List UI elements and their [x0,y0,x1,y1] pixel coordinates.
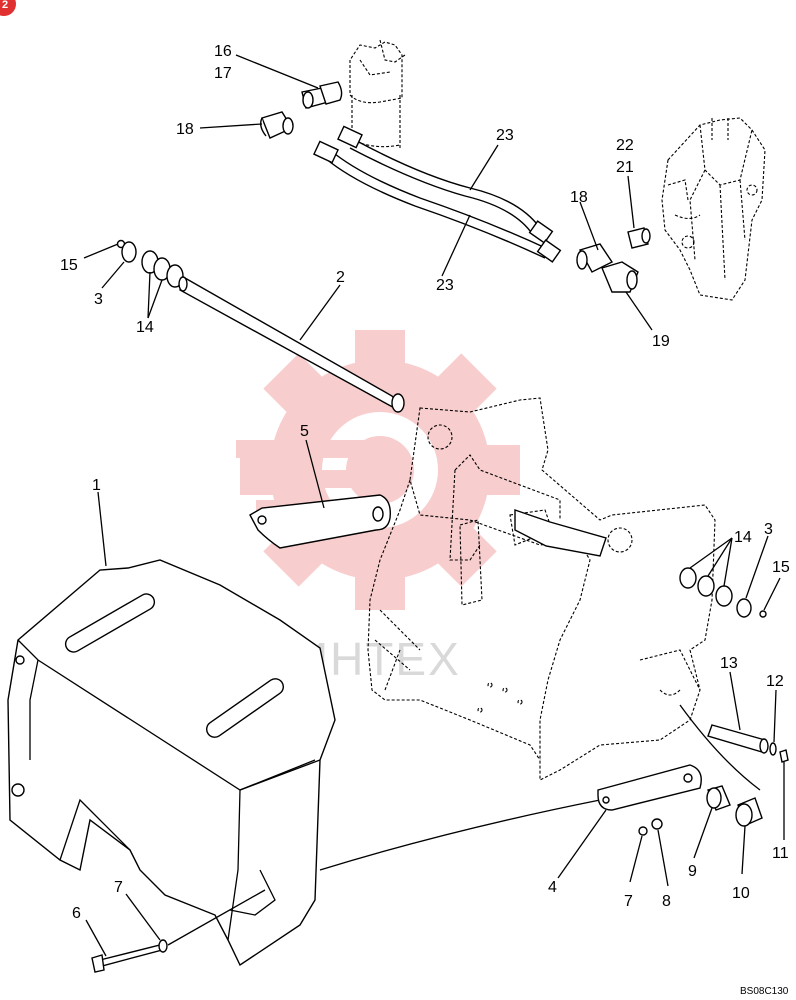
badge-text: 2 [2,0,8,11]
callout-21: 21 [616,159,634,176]
pin-2 [178,276,405,413]
callout-7-right: 7 [624,893,633,910]
bushing-9 [706,785,731,811]
callout-8: 8 [662,893,671,910]
callout-7-left: 7 [114,879,123,896]
callout-15-left: 15 [60,257,78,274]
callout-14-left: 14 [136,319,154,336]
connector-line [319,799,601,871]
bushing-10 [735,797,763,827]
page-badge: 2 [0,0,16,16]
drawing-code: BS08C130 [740,986,789,997]
bolt-6-leader-line [167,889,266,946]
washer-12 [769,742,777,756]
callout-17: 17 [214,65,232,82]
callout-10: 10 [732,885,750,902]
washer-7-right [638,826,648,836]
callout-9: 9 [688,863,697,880]
callout-23-bottom: 23 [436,277,454,294]
callout-12: 12 [766,673,784,690]
plate-4 [597,764,702,811]
callout-3-right: 3 [764,521,773,538]
callout-23-top: 23 [496,127,514,144]
nut-8 [651,818,663,830]
fitting-16-17 [301,81,343,109]
callout-18-top: 18 [176,121,194,138]
callout-5: 5 [300,423,309,440]
counterweight-1 [7,559,336,967]
callout-16: 16 [214,43,232,60]
link-line [679,704,761,791]
callout-15-right: 15 [772,559,790,576]
fitting-18-top [259,111,294,139]
callout-labels: 16 17 18 23 23 22 21 18 19 15 3 14 2 5 1… [60,43,790,922]
pin-13 [707,724,769,754]
callout-6: 6 [72,905,81,922]
fitting-19 [601,261,639,293]
valve-block-top [349,39,406,150]
hydraulic-hoses [313,125,562,263]
frame-pin [514,509,607,557]
badge-circle [0,0,16,16]
callout-1: 1 [92,477,101,494]
callout-3-left: 3 [94,291,103,308]
callout-19: 19 [652,333,670,350]
callout-2: 2 [336,269,345,286]
fitting-21-22 [627,227,651,249]
callout-11: 11 [772,845,789,862]
seals-right [679,567,767,618]
callout-22: 22 [616,137,634,154]
leader-lines [83,54,785,957]
callout-13: 13 [720,655,738,672]
bracket-5 [249,494,391,549]
callout-18-right: 18 [570,189,588,206]
bolt-11 [779,749,789,763]
fitting-18-right [576,243,614,273]
control-valve-right [661,117,766,301]
watermark-logo [236,330,520,610]
washer-7-left [158,939,168,953]
callout-4: 4 [548,879,557,896]
callout-14-right: 14 [734,529,752,546]
